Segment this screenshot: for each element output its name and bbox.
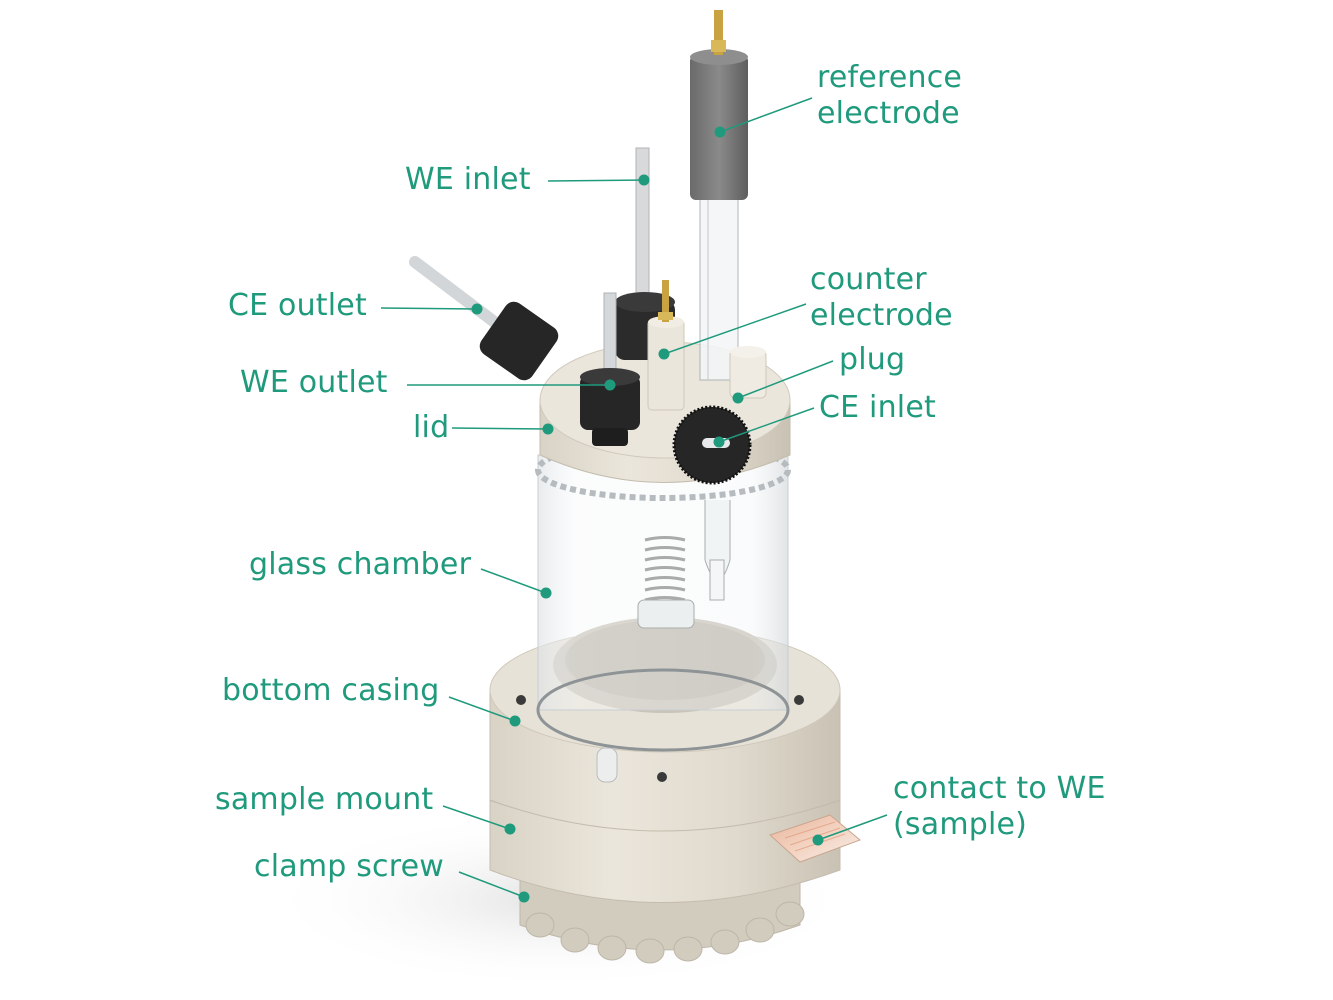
label-line: contact to WE xyxy=(893,771,1106,806)
label-line: electrode xyxy=(817,96,960,131)
label-line: lid xyxy=(413,410,450,445)
label-line: reference xyxy=(817,60,963,95)
label-line: counter xyxy=(810,262,927,297)
leader-line-ce-outlet xyxy=(380,307,478,310)
leader-line-sample-mount xyxy=(442,805,511,830)
label-plug: plug xyxy=(839,342,905,378)
leader-dot-we-inlet xyxy=(638,174,650,186)
label-ce-outlet: CE outlet xyxy=(228,288,367,324)
leader-dot-bottom-casing xyxy=(509,715,521,727)
leader-line-contact-to-we xyxy=(817,814,888,841)
leader-line-counter-electrode xyxy=(663,303,807,355)
leader-dot-glass-chamber xyxy=(540,587,552,599)
label-ce-inlet: CE inlet xyxy=(819,390,936,426)
leader-line-glass-chamber xyxy=(480,568,547,594)
label-we-inlet: WE inlet xyxy=(405,162,531,198)
label-line: (sample) xyxy=(893,807,1028,842)
label-clamp-screw: clamp screw xyxy=(254,849,444,885)
leader-lines xyxy=(380,97,888,903)
label-line: glass chamber xyxy=(249,547,472,582)
leader-line-we-inlet xyxy=(547,179,645,182)
label-counter-electrode: counter electrode xyxy=(810,262,953,334)
leader-line-bottom-casing xyxy=(448,696,516,722)
label-sample-mount: sample mount xyxy=(215,782,433,818)
leader-dot-ce-inlet xyxy=(713,436,725,448)
label-we-outlet: WE outlet xyxy=(240,365,388,401)
leader-dot-clamp-screw xyxy=(518,891,530,903)
label-line: plug xyxy=(839,342,906,377)
leader-line-clamp-screw xyxy=(458,871,525,898)
label-contact-to-we: contact to WE (sample) xyxy=(893,771,1106,843)
label-line: CE outlet xyxy=(228,288,367,323)
leader-dot-reference-electrode xyxy=(714,126,726,138)
glass-chamber-part xyxy=(537,454,789,711)
label-glass-chamber: glass chamber xyxy=(249,547,471,583)
leader-dot-ce-outlet xyxy=(471,303,483,315)
label-lid: lid xyxy=(413,410,449,446)
label-line: WE inlet xyxy=(405,162,531,197)
leader-line-plug xyxy=(737,360,834,399)
leader-dot-sample-mount xyxy=(504,823,516,835)
leader-line-lid xyxy=(451,427,549,430)
leader-dot-lid xyxy=(542,423,554,435)
leader-dot-contact-to-we xyxy=(812,834,824,846)
label-bottom-casing: bottom casing xyxy=(222,673,440,709)
ce-outlet-knob xyxy=(479,301,559,381)
leader-line-ce-inlet xyxy=(718,407,815,443)
label-line: electrode xyxy=(810,298,953,333)
leader-line-reference-electrode xyxy=(719,97,813,133)
label-line: sample mount xyxy=(215,782,434,817)
leader-dot-we-outlet xyxy=(604,379,616,391)
leader-dot-counter-electrode xyxy=(658,348,670,360)
label-line: CE inlet xyxy=(819,390,936,425)
label-line: WE outlet xyxy=(240,365,388,400)
label-reference-electrode: reference electrode xyxy=(817,60,962,132)
leader-dot-plug xyxy=(732,392,744,404)
label-line: clamp screw xyxy=(254,849,445,884)
label-line: bottom casing xyxy=(222,673,440,708)
